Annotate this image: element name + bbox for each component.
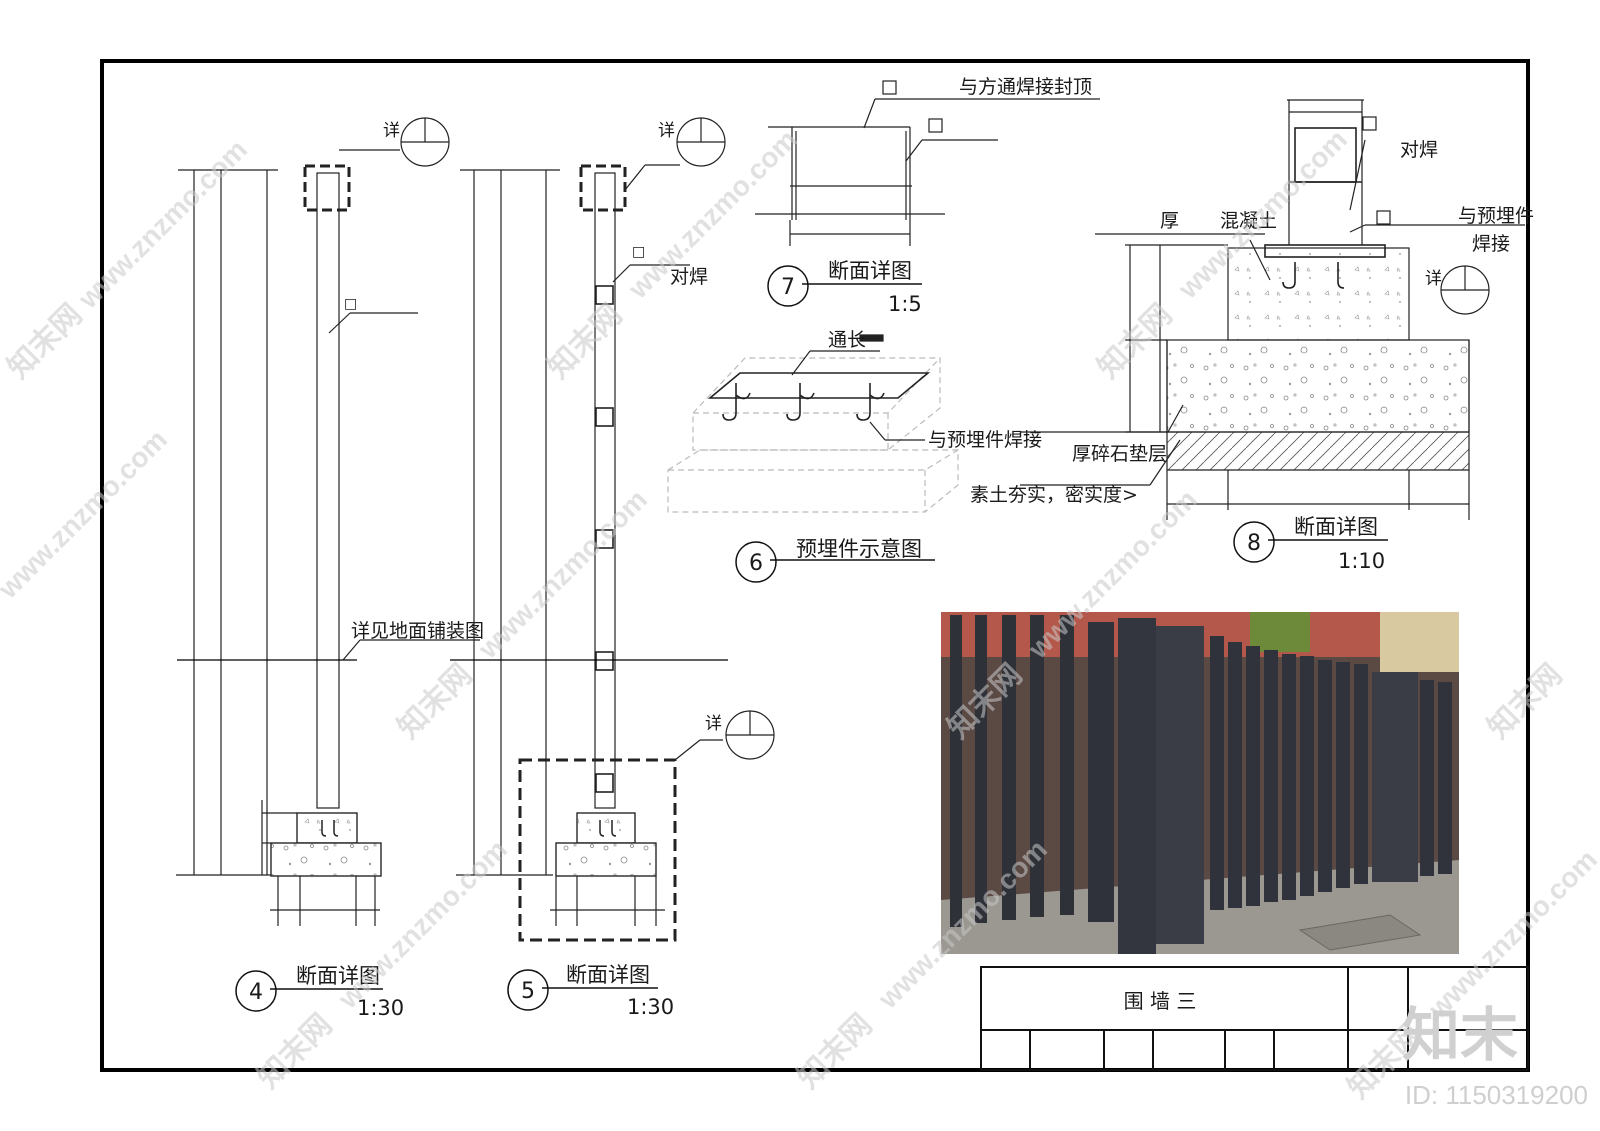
detail-7-badge	[767, 265, 809, 307]
detail-8-drawing	[1020, 99, 1525, 520]
svg-text:知末网: 知末网	[792, 1008, 879, 1095]
detail-5-drawing	[450, 117, 775, 942]
detail-6-drawing	[667, 334, 959, 513]
sheet-border	[100, 59, 1530, 1072]
detail-4-ref-label: 详	[383, 121, 400, 141]
detail-8-ref-label: 详	[1425, 269, 1442, 289]
detail-5-weld-label: 对焊	[670, 266, 708, 288]
detail-4-scale: 1:30	[357, 996, 404, 1020]
detail-5-scale: 1:30	[627, 995, 674, 1019]
brand-logo: 知末	[1402, 1001, 1518, 1069]
detail-4-square-label: □	[344, 296, 357, 312]
cap-weld-label: 与方通焊接封顶	[959, 76, 1092, 98]
svg-text:知末网: 知末网	[1482, 658, 1569, 745]
thickness-label: 厚	[1160, 210, 1179, 232]
fence-photo	[941, 612, 1459, 954]
detail-5-title: 断面详图	[566, 963, 650, 987]
detail-8-weld-label: 对焊	[1400, 139, 1438, 161]
detail-7-number: 7	[781, 275, 795, 300]
gravel-label: 厚碎石垫层	[1072, 443, 1167, 465]
detail-5-number: 5	[521, 979, 535, 1004]
svg-text:知末网: 知末网	[392, 658, 479, 745]
concrete-label: 混凝土	[1220, 210, 1277, 232]
embed-label: 与预埋件	[1458, 205, 1534, 227]
svg-text:www.znzmo.com: www.znzmo.com	[472, 484, 653, 665]
embed-weld-label: 与预埋件焊接	[928, 429, 1042, 451]
detail-8-number: 8	[1247, 531, 1261, 556]
detail-5-ref-label: 详	[658, 121, 675, 141]
soil-label: 素土夯实，密实度>	[970, 484, 1138, 506]
detail-7-drawing	[755, 80, 1100, 246]
image-id-label: ID: 1150319200	[1405, 1080, 1588, 1110]
svg-text:www.znzmo.com: www.znzmo.com	[72, 134, 253, 315]
detail-7-scale: 1:5	[888, 292, 922, 316]
paving-note: 详见地面铺装图	[351, 620, 484, 642]
detail-8-badge	[1233, 521, 1275, 563]
detail-8-title: 断面详图	[1294, 515, 1378, 539]
detail-6-number: 6	[749, 551, 763, 576]
detail-4-number: 4	[249, 980, 263, 1005]
full-length-label: 通长	[828, 329, 866, 351]
detail-5-square-label: □	[632, 244, 645, 260]
detail-4-badge	[235, 970, 277, 1012]
detail-8-scale: 1:10	[1338, 549, 1385, 573]
detail-4-title: 断面详图	[296, 964, 380, 988]
detail-4-drawing	[176, 117, 480, 926]
title-block	[980, 966, 1529, 1071]
svg-text:知末网: 知末网	[1092, 298, 1179, 385]
svg-text:知末网: 知末网	[252, 1008, 339, 1095]
detail-5-ref-label-2: 详	[705, 714, 722, 734]
detail-7-title: 断面详图	[828, 259, 912, 283]
weld-label: 焊接	[1472, 233, 1510, 255]
detail-5-badge	[507, 969, 549, 1011]
detail-6-badge	[735, 541, 777, 583]
svg-text:www.znzmo.com: www.znzmo.com	[0, 424, 173, 605]
detail-6-title: 预埋件示意图	[796, 537, 922, 561]
svg-text:知末网: 知末网	[2, 298, 89, 385]
drawing-title: 围 墙 三	[1124, 989, 1197, 1013]
